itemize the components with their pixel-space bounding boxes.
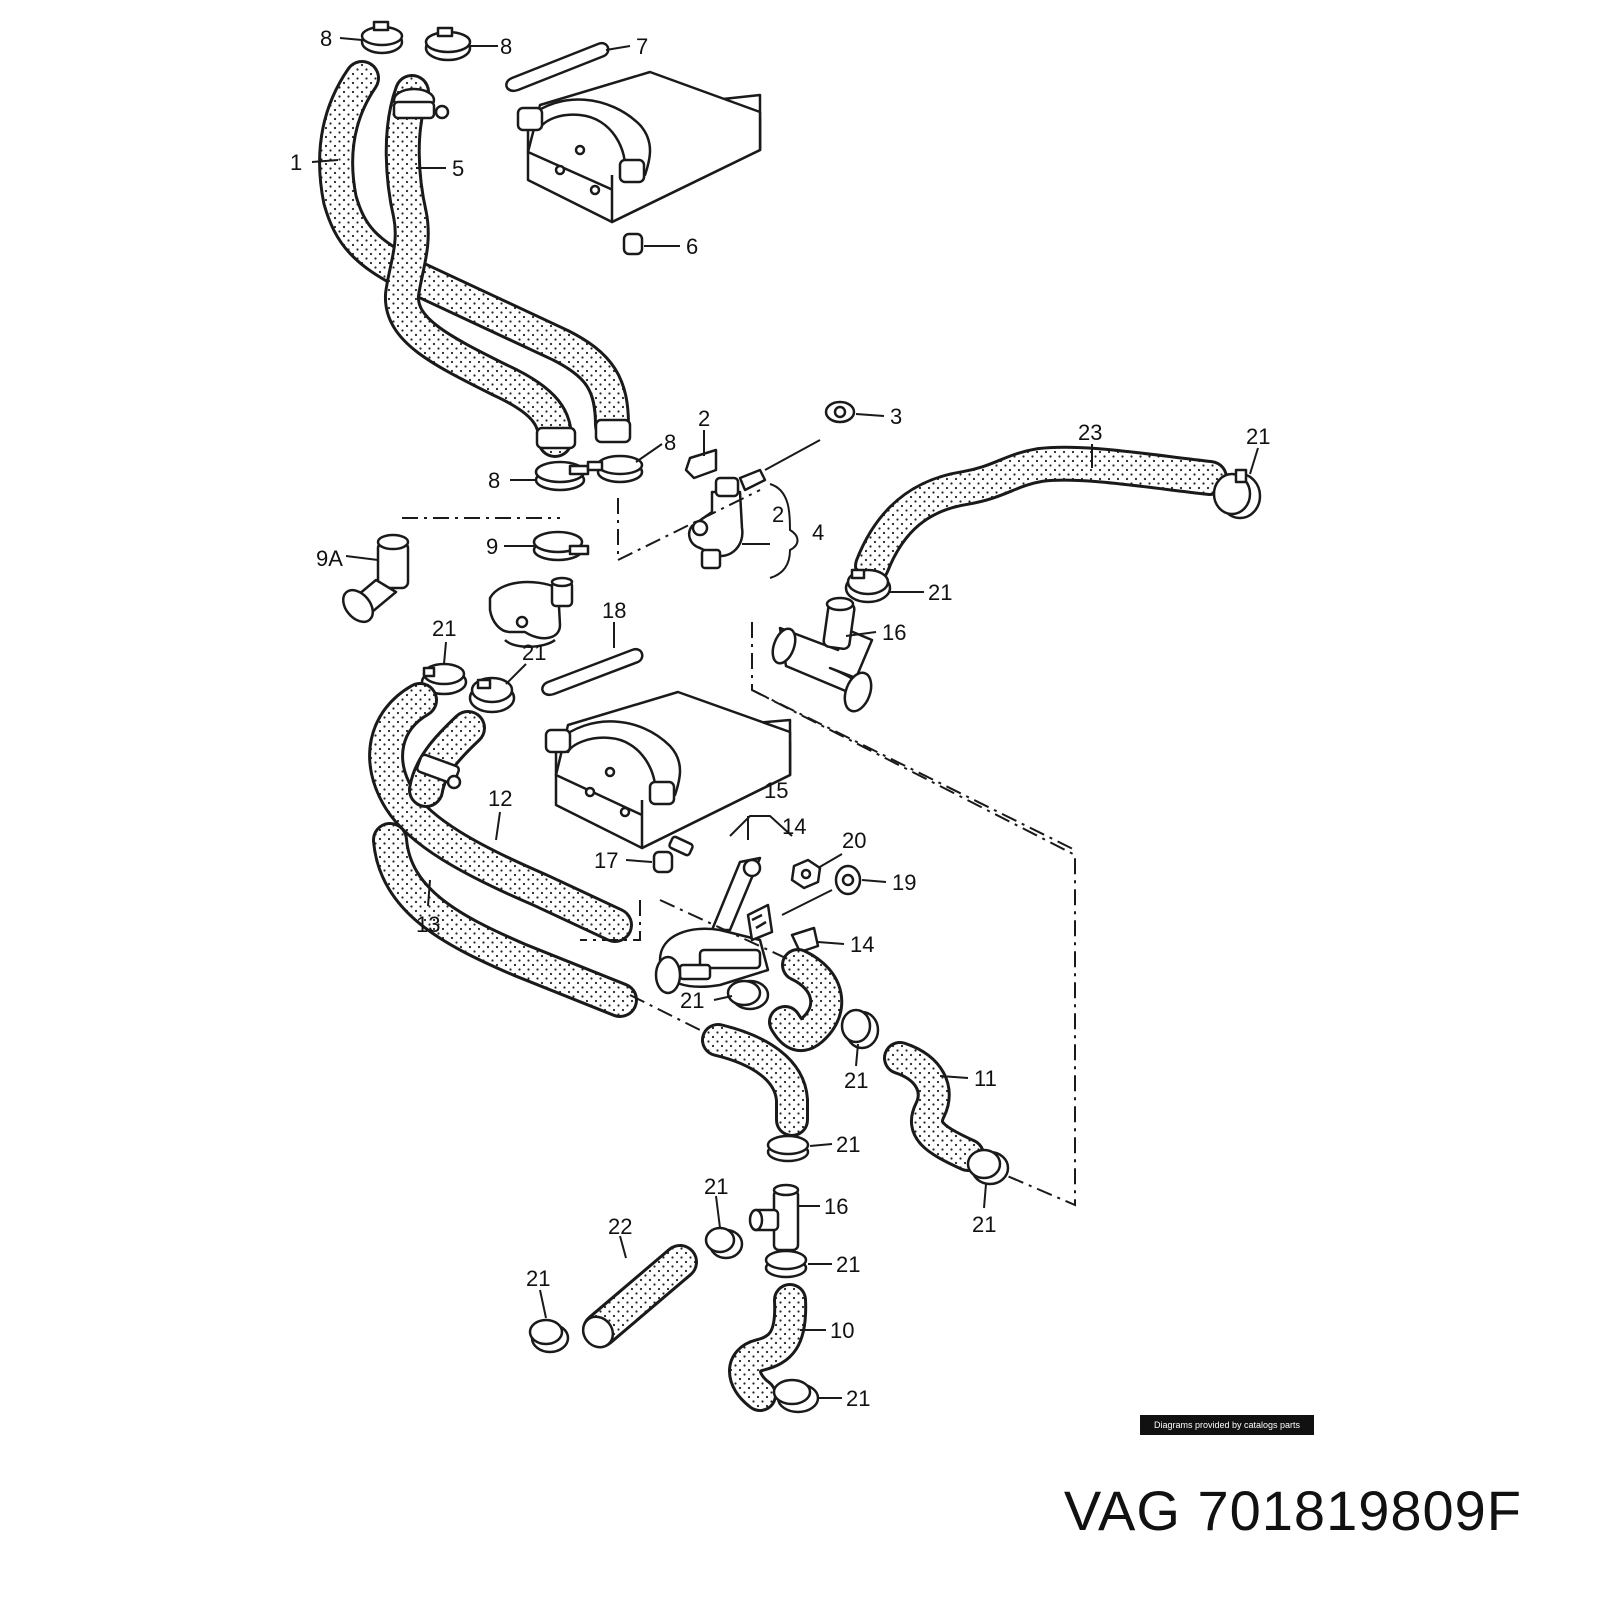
callout-21: 21 (1246, 424, 1270, 449)
callout-14: 14 (850, 932, 874, 957)
hose-5-clamp-screw (434, 104, 450, 120)
callout-2: 2 (772, 502, 784, 527)
hose-clamp-21-valve (726, 979, 770, 1011)
cap-17 (652, 850, 674, 874)
callout-19: 19 (892, 870, 916, 895)
callout-1: 1 (290, 150, 302, 175)
hose-to-t-piece (701, 1023, 809, 1137)
valve-pin-lower (781, 889, 833, 916)
hose-clamp-21-hose10 (772, 1378, 820, 1414)
valve-clip-2 (684, 448, 718, 480)
callout-10: 10 (830, 1318, 854, 1343)
callout-21: 21 (432, 616, 456, 641)
hose-clamp-21-middle (840, 1008, 880, 1050)
callout-8: 8 (664, 430, 676, 455)
leader-lines (311, 37, 1259, 1399)
hose-clamp-21-hose11 (966, 1148, 1010, 1186)
hose-clamp-9 (532, 530, 590, 562)
hose-clamp-21-top-right (468, 676, 516, 714)
callout-11: 11 (974, 1066, 997, 1091)
t-piece-16-upper (771, 596, 874, 713)
hose-clamp-21-above-t (766, 1134, 810, 1163)
hose-5-lower-sleeve (594, 418, 632, 444)
callout-22: 22 (608, 1214, 632, 1239)
callout-5: 5 (452, 156, 464, 181)
hose-22 (581, 1244, 698, 1349)
callout-21: 21 (972, 1212, 996, 1237)
part-number-caption: VAG 701819809F (1063, 1479, 1522, 1542)
hose-13-clamp-screw (446, 774, 462, 790)
callout-8: 8 (488, 468, 500, 493)
callout-labels: 8 8 7 1 5 6 3 2 8 8 23 21 2 4 9A 9 21 16… (290, 26, 1270, 1411)
cap-6 (622, 232, 644, 256)
heater-valve-assembly-14 (654, 856, 774, 995)
callout-21: 21 (680, 988, 704, 1013)
callout-9a: 9A (316, 546, 343, 571)
hose-10 (728, 1283, 808, 1412)
hose-1-lower-sleeve (535, 426, 577, 450)
callout-21: 21 (844, 1068, 868, 1093)
hose-1 (318, 60, 630, 443)
callout-21: 21 (704, 1174, 728, 1199)
hose-11 (883, 1041, 985, 1172)
routing-lines (402, 489, 1076, 1207)
elbow-valve-housing (488, 576, 574, 648)
callout-21: 21 (928, 580, 952, 605)
callout-9: 9 (486, 534, 498, 559)
hose-clamp-8-lower-right (586, 454, 644, 484)
heater-core-box-upper (516, 70, 762, 224)
callout-21: 21 (836, 1132, 860, 1157)
valve-clip-14 (790, 926, 820, 954)
hose-clamp-21-below-t (764, 1249, 808, 1279)
callout-6: 6 (686, 234, 698, 259)
callout-13: 13 (416, 912, 440, 937)
callout-23: 23 (1078, 420, 1102, 445)
insulation-strip-18 (541, 647, 644, 697)
bleed-screw-19 (834, 864, 862, 896)
diagram-credit-badge: Diagrams provided by catalogs parts (1140, 1415, 1314, 1435)
hose-12 (368, 682, 633, 943)
callout-17: 17 (594, 848, 618, 873)
hose-23 (854, 445, 1228, 584)
callout-16: 16 (824, 1194, 848, 1219)
hose-clamp-21-hose23-left (844, 568, 892, 604)
heater-control-valve-4 (688, 468, 767, 570)
callout-16: 16 (882, 620, 906, 645)
t-piece-16-lower (748, 1183, 800, 1252)
callout-3: 3 (890, 404, 902, 429)
callout-7: 7 (636, 34, 648, 59)
callout-8: 8 (320, 26, 332, 51)
hose-clamp-8-left (360, 20, 404, 55)
hose-valve-outlet (768, 948, 844, 1052)
callout-18: 18 (602, 598, 626, 623)
callout-4: 4 (812, 520, 824, 545)
bleed-screw-3 (824, 400, 856, 424)
hose-clamp-8-lower-left (534, 460, 590, 492)
callout-2: 2 (698, 406, 710, 431)
callout-12: 12 (488, 786, 512, 811)
callout-21: 21 (522, 640, 546, 665)
hose-5-clamp-band (392, 100, 436, 120)
hose-clamp-21-left-of-t (704, 1226, 744, 1260)
insulation-strip-7 (505, 41, 610, 93)
hose-clamp-21-hose22 (528, 1318, 570, 1354)
hose-clamp-8-right (424, 26, 472, 62)
callout-21: 21 (836, 1252, 860, 1277)
callout-21: 21 (846, 1386, 870, 1411)
heater-core-box-lower (544, 690, 792, 850)
elbow-connector-9a (341, 533, 410, 624)
callout-21: 21 (526, 1266, 550, 1291)
valve-pin (764, 439, 821, 471)
hose-clamp-21-hose23-right (1212, 468, 1262, 520)
nipple (668, 835, 694, 857)
callout-20: 20 (842, 828, 866, 853)
callout-8: 8 (500, 34, 512, 59)
hose-5 (384, 74, 573, 458)
nut-20 (790, 858, 822, 890)
hose-13 (372, 710, 638, 1018)
callout-14: 14 (782, 814, 806, 839)
callout-15: 15 (764, 778, 788, 803)
